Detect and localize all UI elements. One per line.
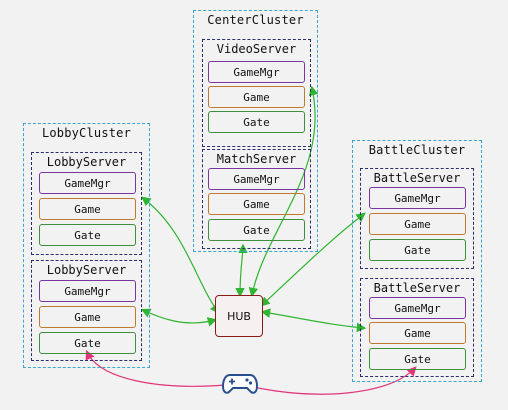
lobby-server-2-gamemgr: GameMgr bbox=[39, 280, 136, 302]
link-hub-videoserver bbox=[248, 85, 319, 298]
lobby-server-1-game: Game bbox=[39, 198, 136, 220]
lobby-server-1-gate: Gate bbox=[39, 224, 136, 246]
video-server-title: VideoServer bbox=[216, 42, 297, 56]
battle-server-1-gate: Gate bbox=[369, 239, 466, 261]
match-server-gamemgr: GameMgr bbox=[208, 168, 305, 190]
battle-server-2-gate: Gate bbox=[369, 348, 466, 370]
gamepad-icon bbox=[221, 374, 259, 394]
battle-server-2-title: BattleServer bbox=[373, 281, 461, 295]
link-hub-lobbyserver-2 bbox=[140, 308, 218, 327]
video-server-game: Game bbox=[208, 86, 305, 108]
center-cluster-title: CenterCluster bbox=[207, 13, 304, 27]
link-hub-lobbyserver-1 bbox=[141, 196, 220, 314]
lobby-cluster-title: LobbyCluster bbox=[41, 126, 132, 140]
battle-cluster-title: BattleCluster bbox=[368, 143, 466, 157]
video-server-gate: Gate bbox=[208, 111, 305, 133]
battle-server-1-title: BattleServer bbox=[373, 171, 461, 185]
lobby-server-2-gate: Gate bbox=[39, 332, 136, 354]
battle-server-1: BattleServer GameMgr Game Gate bbox=[360, 168, 474, 269]
lobby-server-1-title: LobbyServer bbox=[46, 155, 127, 169]
link-hub-battleserver-2 bbox=[260, 308, 367, 333]
match-server-title: MatchServer bbox=[216, 152, 297, 166]
battle-server-2-gamemgr: GameMgr bbox=[369, 297, 466, 319]
lobby-server-2-title: LobbyServer bbox=[46, 263, 127, 277]
video-server: VideoServer GameMgr Game Gate bbox=[202, 39, 311, 147]
battle-server-1-game: Game bbox=[369, 213, 466, 235]
battle-server-2-game: Game bbox=[369, 322, 466, 344]
lobby-server-2: LobbyServer GameMgr Game Gate bbox=[31, 260, 142, 361]
match-server: MatchServer GameMgr Game Gate bbox=[202, 149, 311, 249]
match-server-gate: Gate bbox=[208, 219, 305, 241]
battle-server-2: BattleServer GameMgr Game Gate bbox=[360, 278, 474, 377]
battle-server-1-gamemgr: GameMgr bbox=[369, 187, 466, 209]
lobby-server-2-game: Game bbox=[39, 306, 136, 328]
link-hub-matchserver bbox=[235, 243, 248, 298]
lobby-server-1-gamemgr: GameMgr bbox=[39, 172, 136, 194]
lobby-cluster: LobbyCluster LobbyServer GameMgr Game Ga… bbox=[23, 123, 150, 368]
battle-cluster: BattleCluster BattleServer GameMgr Game … bbox=[352, 140, 482, 382]
video-server-gamemgr: GameMgr bbox=[208, 61, 305, 83]
match-server-game: Game bbox=[208, 193, 305, 215]
center-cluster: CenterCluster VideoServer GameMgr Game G… bbox=[193, 10, 318, 252]
hub-node: HUB bbox=[215, 295, 263, 337]
lobby-server-1: LobbyServer GameMgr Game Gate bbox=[31, 152, 142, 255]
